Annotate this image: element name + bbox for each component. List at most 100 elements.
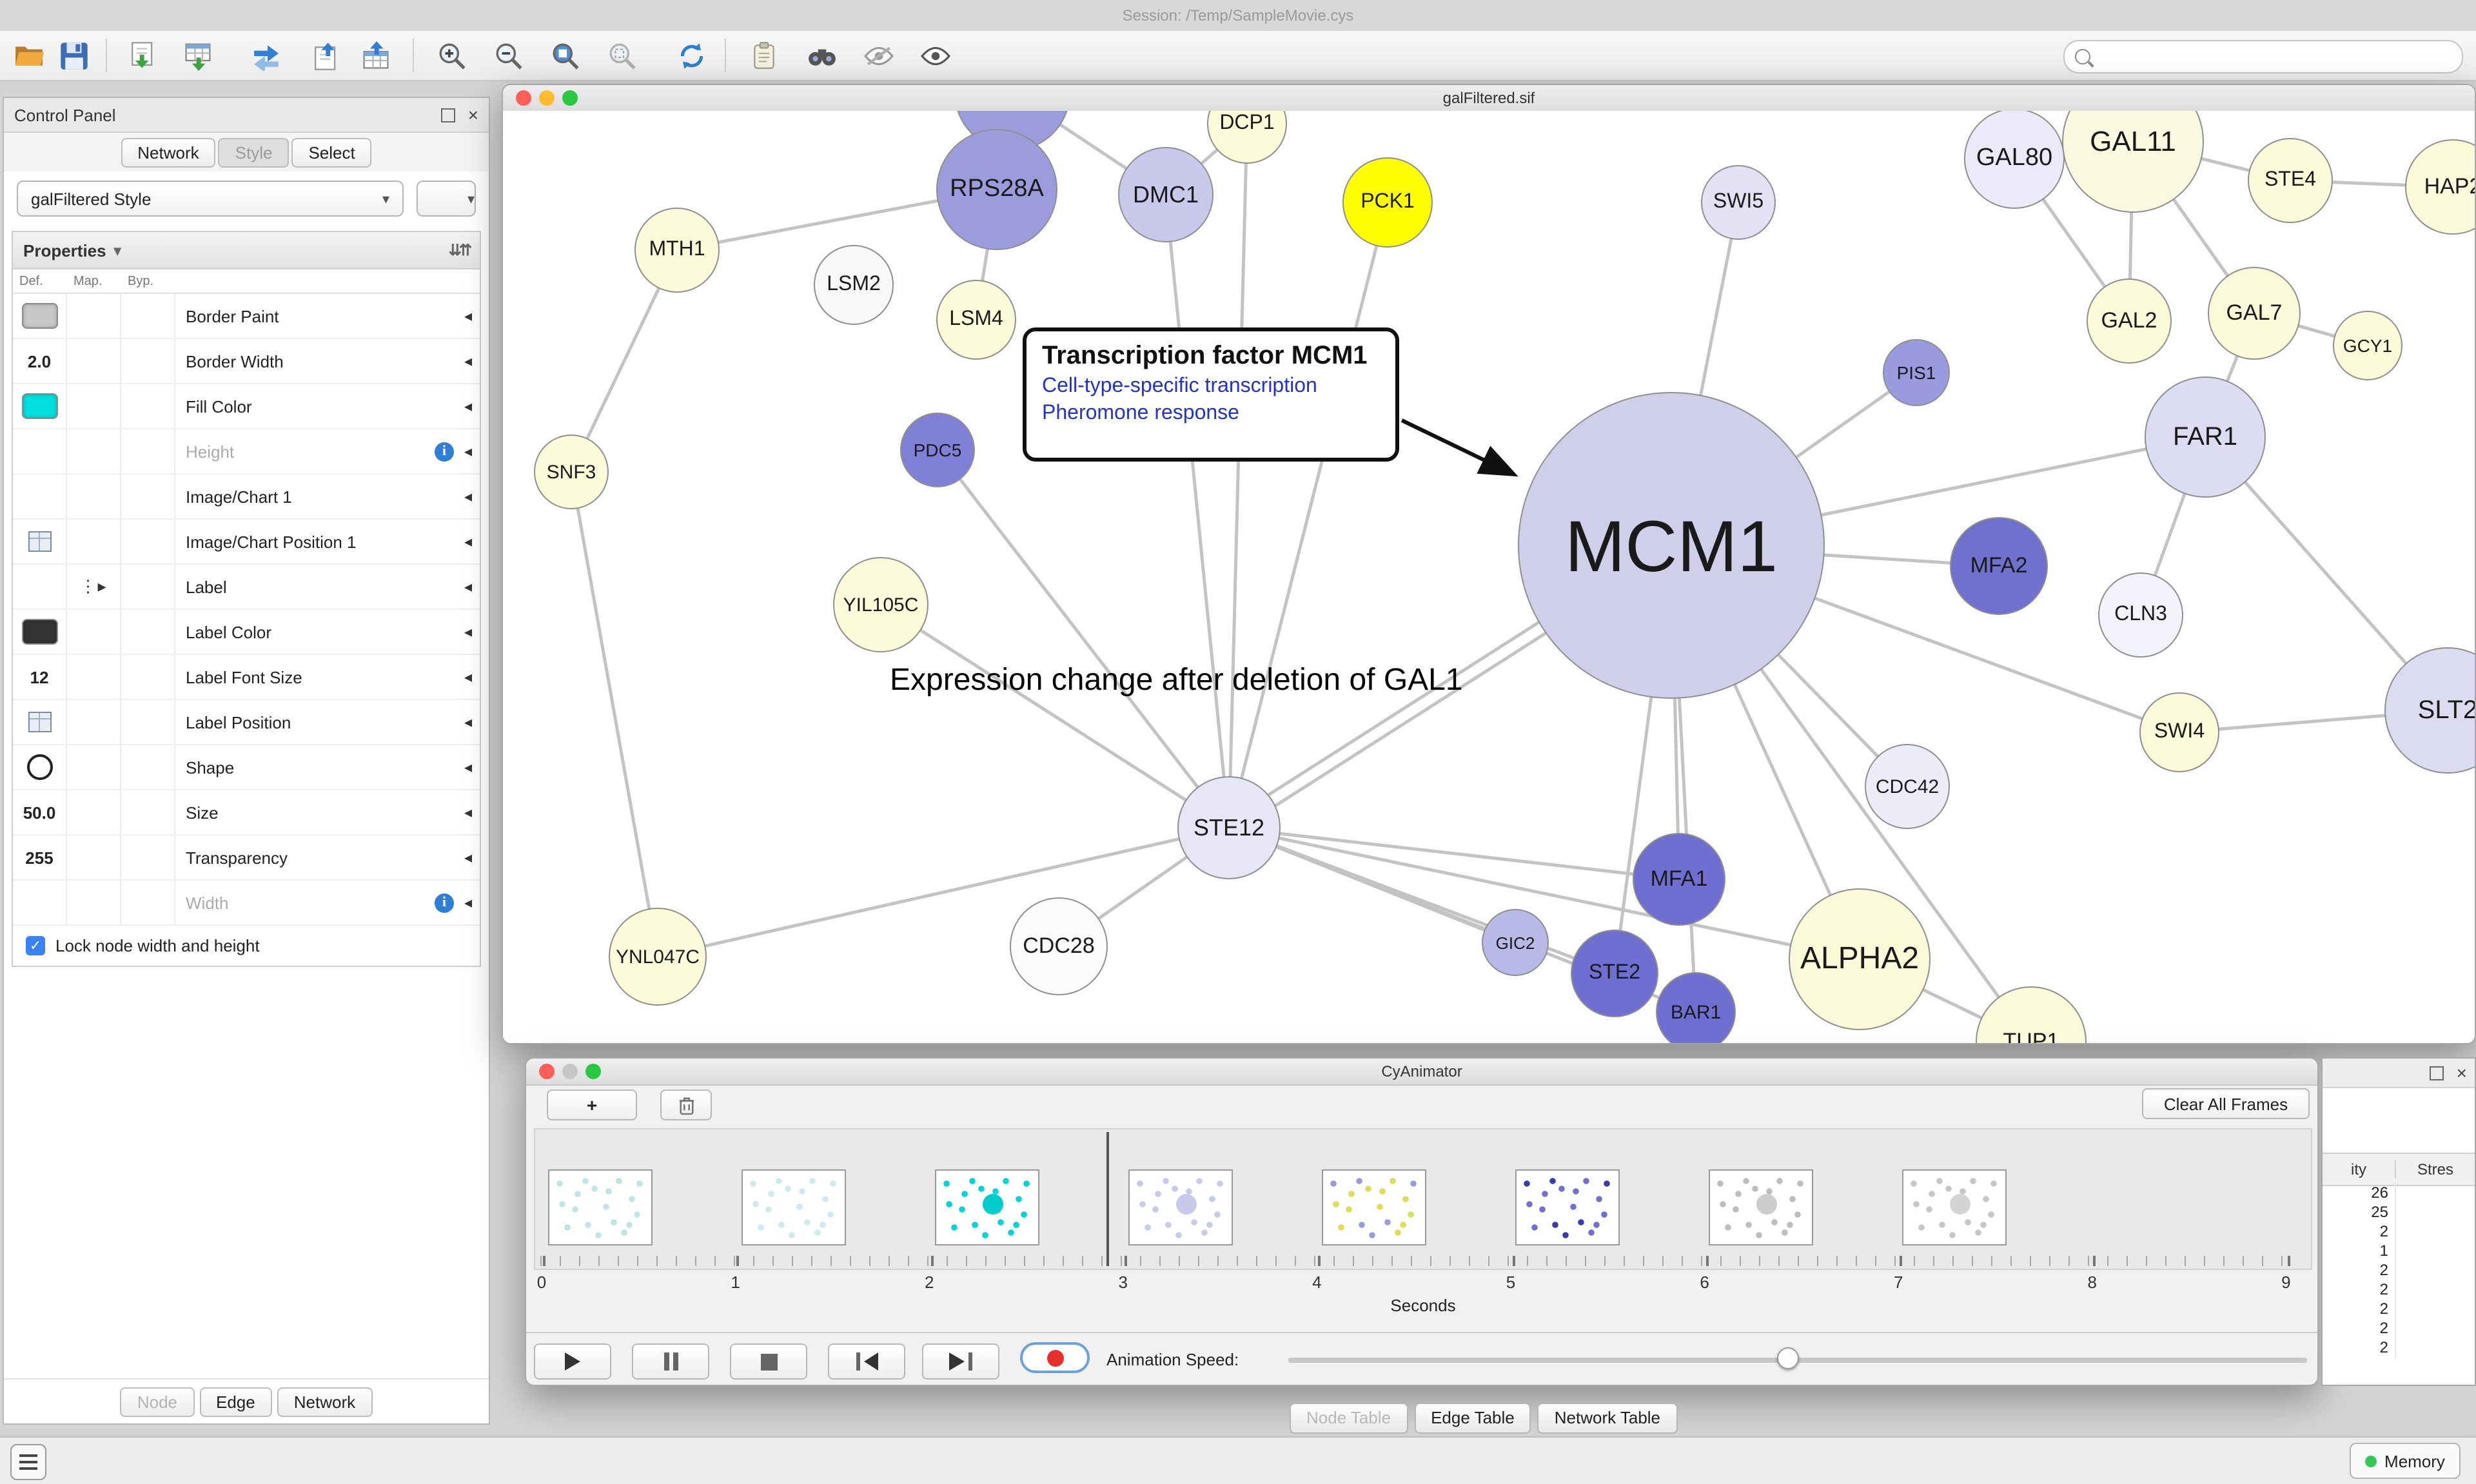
bypass-cell[interactable] — [121, 835, 175, 879]
default-value-cell[interactable] — [13, 294, 67, 338]
table-row[interactable]: 2 — [2323, 1338, 2475, 1358]
minimize-traffic-light[interactable] — [539, 90, 555, 106]
column-header[interactable]: ity — [2323, 1160, 2396, 1178]
default-value-cell[interactable]: 50.0 — [13, 790, 67, 834]
property-row[interactable]: ⋮▸Label◂ — [13, 565, 480, 610]
node-cln3[interactable]: CLN3 — [2098, 572, 2183, 658]
float-window-icon[interactable] — [2429, 1066, 2444, 1080]
property-row[interactable]: Border Paint◂ — [13, 294, 480, 339]
tab-node[interactable]: Node — [120, 1387, 194, 1416]
mapping-cell[interactable] — [67, 384, 121, 428]
table-row[interactable]: 2 — [2323, 1319, 2475, 1338]
node-rps28a[interactable]: RPS28A — [936, 129, 1057, 250]
default-value-cell[interactable] — [13, 474, 67, 518]
default-value-cell[interactable] — [13, 429, 67, 473]
bypass-cell[interactable] — [121, 339, 175, 383]
node-pdc5[interactable]: PDC5 — [900, 413, 975, 487]
property-row[interactable]: Fill Color◂ — [13, 384, 480, 429]
default-value-cell[interactable] — [13, 745, 67, 789]
float-window-icon[interactable] — [440, 108, 455, 122]
keyframe-thumbnail-0[interactable] — [548, 1169, 653, 1245]
mapping-cell[interactable] — [67, 790, 121, 834]
zoom-fit-button[interactable] — [540, 35, 589, 76]
record-button[interactable] — [1020, 1342, 1090, 1373]
node-gal2[interactable]: GAL2 — [2087, 278, 2172, 364]
default-value-cell[interactable] — [13, 700, 67, 744]
minimize-traffic-light[interactable] — [562, 1064, 578, 1079]
stop-button[interactable] — [730, 1343, 807, 1380]
node-swi5[interactable]: SWI5 — [1701, 165, 1776, 240]
expand-row-icon[interactable]: ◂ — [464, 803, 472, 821]
skip-forward-button[interactable] — [922, 1343, 999, 1380]
style-options-button[interactable]: ▾ — [417, 181, 476, 217]
bypass-cell[interactable] — [121, 565, 175, 609]
show-all-button[interactable] — [910, 35, 959, 76]
tab-network-bottom[interactable]: Network — [277, 1387, 373, 1416]
bypass-cell[interactable] — [121, 790, 175, 834]
color-swatch[interactable] — [21, 303, 57, 329]
mapping-cell[interactable] — [67, 700, 121, 744]
node-snf3[interactable]: SNF3 — [534, 434, 609, 509]
edge[interactable] — [569, 471, 660, 957]
find-button[interactable] — [797, 35, 846, 76]
import-network-db-button[interactable] — [241, 35, 290, 76]
keyframe-thumbnail-6[interactable] — [1709, 1169, 1813, 1245]
expand-row-icon[interactable]: ◂ — [464, 532, 472, 551]
mapping-cell[interactable] — [67, 655, 121, 699]
edge[interactable] — [1164, 194, 1231, 828]
node-dmc1[interactable]: DMC1 — [1118, 147, 1213, 242]
delete-frame-button[interactable] — [660, 1089, 712, 1120]
playhead[interactable] — [1106, 1132, 1109, 1266]
node-lsm4[interactable]: LSM4 — [936, 280, 1016, 360]
default-value-cell[interactable] — [13, 610, 67, 654]
table-row[interactable]: 1 — [2323, 1242, 2475, 1261]
annotation-link[interactable]: Pheromone response — [1042, 402, 1239, 424]
zoom-out-button[interactable] — [484, 35, 533, 76]
default-value-cell[interactable] — [13, 520, 67, 563]
close-traffic-light[interactable] — [516, 90, 531, 106]
property-row[interactable]: Shape◂ — [13, 745, 480, 790]
edge[interactable] — [1227, 123, 1249, 828]
checkbox-checked-icon[interactable]: ✓ — [26, 936, 45, 955]
keyframe-thumbnail-5[interactable] — [1515, 1169, 1620, 1245]
search-input[interactable] — [2098, 46, 2451, 67]
node-gal80[interactable]: GAL80 — [1964, 111, 2065, 209]
edge[interactable] — [1228, 826, 1860, 961]
expand-row-icon[interactable]: ◂ — [464, 848, 472, 866]
property-row[interactable]: Label Position◂ — [13, 700, 480, 745]
edge[interactable] — [657, 826, 1230, 959]
mapping-cell[interactable]: ⋮▸ — [67, 565, 121, 609]
bypass-cell[interactable] — [121, 474, 175, 518]
clear-all-frames-button[interactable]: Clear All Frames — [2142, 1088, 2310, 1119]
save-session-button[interactable] — [49, 35, 98, 76]
node-ste4[interactable]: STE4 — [2248, 138, 2333, 223]
default-value-cell[interactable]: 2.0 — [13, 339, 67, 383]
style-dropdown[interactable]: galFiltered Style ▾ — [17, 181, 404, 217]
skip-back-button[interactable] — [828, 1343, 905, 1380]
import-table-button[interactable] — [173, 35, 222, 76]
edge[interactable] — [1228, 826, 1680, 881]
mapping-cell[interactable] — [67, 745, 121, 789]
panel-menu-button[interactable] — [10, 1444, 46, 1480]
tab-network[interactable]: Network — [121, 137, 216, 167]
default-value-cell[interactable]: 12 — [13, 655, 67, 699]
default-value-cell[interactable] — [13, 565, 67, 609]
default-value-cell[interactable] — [13, 384, 67, 428]
table-row[interactable]: 25 — [2323, 1203, 2475, 1222]
node-yil105c[interactable]: YIL105C — [833, 557, 928, 652]
close-icon[interactable]: × — [467, 104, 478, 125]
collapse-expand-all-icon[interactable]: ⇊⇈ — [448, 241, 472, 259]
zoom-traffic-light[interactable] — [562, 90, 578, 106]
node-ste12[interactable]: STE12 — [1177, 776, 1281, 879]
pause-button[interactable] — [632, 1343, 709, 1380]
keyframe-thumbnail-7[interactable] — [1902, 1169, 2007, 1245]
table-row[interactable]: 2 — [2323, 1280, 2475, 1300]
open-session-button[interactable] — [4, 35, 53, 76]
color-swatch[interactable] — [21, 619, 57, 645]
table-row[interactable]: 2 — [2323, 1261, 2475, 1280]
expand-row-icon[interactable]: ◂ — [464, 397, 472, 415]
